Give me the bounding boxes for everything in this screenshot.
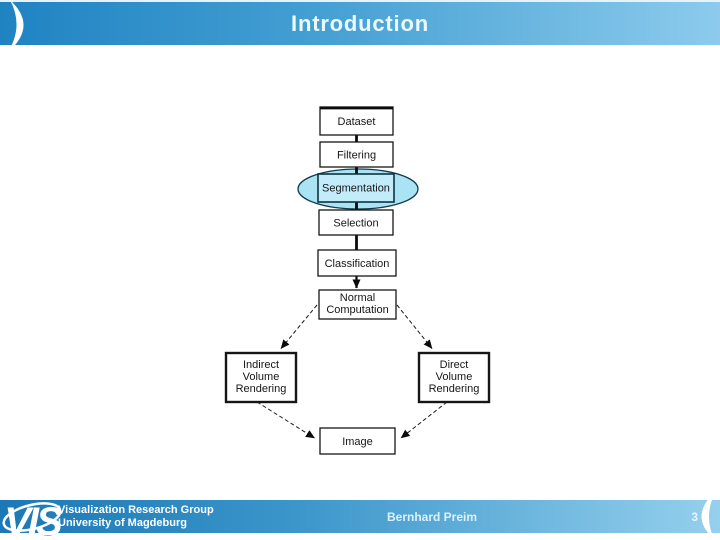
footer-bar [0, 500, 720, 533]
author-name: Bernhard Preim [387, 510, 478, 524]
node-filtering [319, 141, 394, 168]
node-image [319, 427, 396, 455]
vis-logo-orbit [2, 498, 63, 535]
node-direct-line3: Rendering [429, 383, 480, 395]
page-number: 3 [691, 510, 698, 524]
node-normal-computation [318, 289, 397, 320]
node-indirect-volume-rendering [224, 351, 298, 404]
node-indirect-line3: Rendering [236, 383, 287, 395]
node-image-label: Image [342, 436, 373, 448]
arrow-normal-direct [396, 304, 433, 349]
organization-line1: Visualization Research Group [58, 504, 214, 516]
node-direct-volume-rendering [417, 351, 491, 404]
node-normal-line2: Computation [326, 304, 388, 316]
arrow-direct-image [400, 401, 448, 439]
header-title-wrap: Introduction [0, 2, 720, 45]
node-direct-line2: Volume [436, 371, 473, 383]
footer-crescent-icon [701, 491, 716, 539]
header-bar [0, 2, 720, 45]
page-title: Introduction [291, 10, 429, 36]
node-classification-label: Classification [325, 258, 390, 270]
node-normal-line1: Normal [340, 292, 375, 304]
node-selection [318, 209, 394, 236]
node-dataset-label: Dataset [338, 116, 376, 128]
node-classification [317, 249, 397, 277]
vis-logo: VIS [2, 488, 64, 540]
node-indirect-line2: Volume [243, 371, 280, 383]
organization-line2: University of Magdeburg [58, 517, 187, 529]
node-dataset [319, 106, 394, 136]
node-selection-label: Selection [333, 218, 378, 230]
node-segmentation-label: Segmentation [322, 183, 390, 195]
node-filtering-label: Filtering [337, 150, 376, 162]
header-crescent-icon [8, 0, 24, 52]
node-segmentation [317, 173, 395, 203]
arrow-normal-indirect [280, 304, 318, 349]
node-direct-line1: Direct [440, 359, 469, 371]
pipeline-flowchart: Dataset Filtering Segmentation Selection… [224, 106, 491, 455]
arrow-indirect-image [256, 401, 315, 439]
organization-text: Visualization Research Group University … [58, 504, 214, 530]
header-top-strip [0, 0, 720, 2]
node-indirect-line1: Indirect [243, 359, 279, 371]
